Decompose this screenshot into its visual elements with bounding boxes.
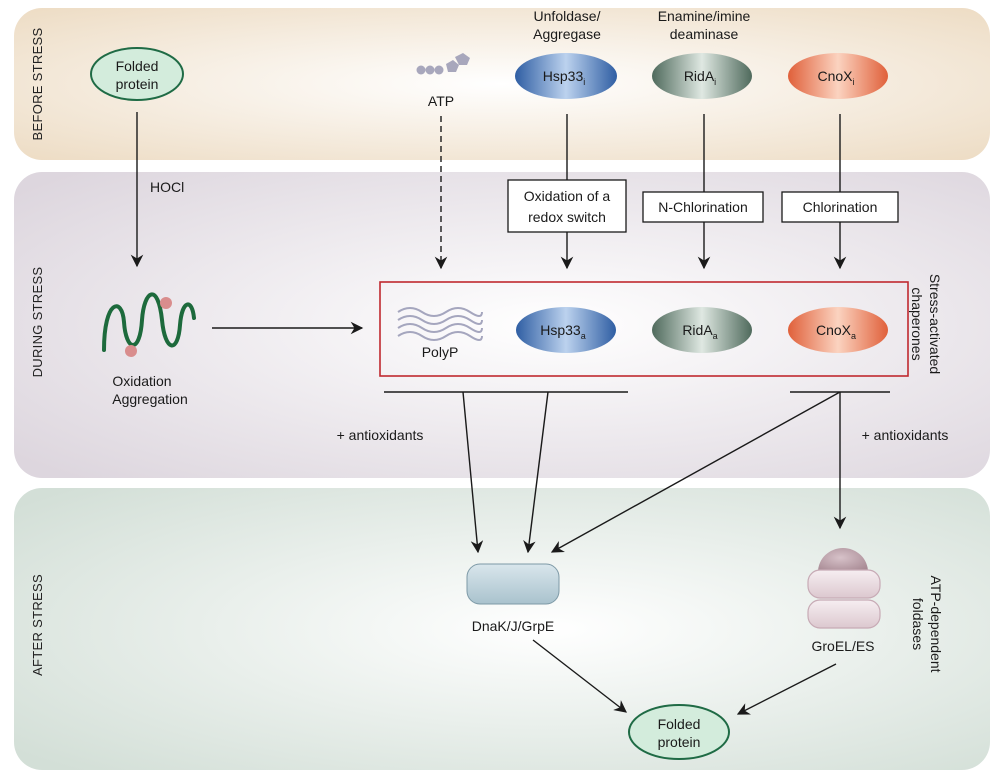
redox-switch-line1: Oxidation of a [524, 188, 611, 204]
polyp-icon [397, 307, 483, 341]
folded-protein-bottom-ellipse [628, 704, 730, 760]
aggregate-icon [102, 292, 196, 357]
rida-active [652, 307, 752, 353]
n-chlorination-box [642, 191, 764, 223]
dnak-label: DnaK/J/GrpE [472, 618, 554, 634]
cnox-active [788, 307, 888, 353]
antioxidants-right-label: + antioxidants [862, 427, 949, 443]
cnox-to-dnak-arrow [550, 391, 841, 553]
folded-protein-top-line1: Folded [116, 58, 159, 74]
before-stress-band [14, 8, 990, 160]
atp-icon [416, 53, 470, 75]
folded-protein-top-ellipse [90, 47, 184, 101]
hsp33-inactive [515, 53, 617, 99]
after-stress-band [14, 488, 990, 770]
hsp33-class-line2: Aggregase [533, 26, 601, 42]
polyp-label: PolyP [422, 344, 459, 360]
polyp-to-dnak-arrow [462, 391, 484, 554]
dnak-icon [466, 563, 560, 605]
hsp33-active-label: Hsp33a [540, 322, 585, 341]
redox-switch-box [507, 179, 627, 233]
rida-class-line1: Enamine/imine [658, 8, 751, 24]
atp-dependent-label: ATP-dependent [928, 575, 944, 672]
folded-protein-top-line2: protein [116, 76, 159, 92]
chlorination-label: Chlorination [803, 199, 878, 215]
cnox-inactive [788, 53, 888, 99]
hsp33-inactive-label: Hsp33i [543, 68, 585, 87]
hsp33-to-dnak-arrow [523, 391, 549, 554]
during-stress-band [14, 172, 990, 478]
stress-activated-label: Stress-activated [927, 274, 943, 374]
redox-switch-line2: redox switch [528, 209, 606, 225]
hocl-label: HOCl [150, 179, 184, 195]
hsp33-active [516, 307, 616, 353]
foldases-label: foldases [910, 598, 926, 650]
stress-activated-chaperones-box [379, 281, 909, 377]
cnox-inactive-label: CnoXi [817, 68, 854, 87]
atp-label: ATP [428, 93, 454, 109]
rida-active-label: RidAa [682, 322, 717, 341]
antioxidants-left-label: + antioxidants [337, 427, 424, 443]
dnak-to-folded-arrow [532, 639, 627, 713]
chlorination-box [781, 191, 899, 223]
before-stress-label: BEFORE STRESS [30, 27, 45, 140]
rida-inactive-label: RidAi [684, 68, 716, 87]
during-stress-label: DURING STRESS [30, 267, 45, 378]
rida-inactive [652, 53, 752, 99]
after-stress-label: AFTER STRESS [30, 574, 45, 676]
rida-class-line2: deaminase [670, 26, 739, 42]
folded-protein-bottom-line2: protein [658, 734, 701, 750]
groel-label: GroEL/ES [811, 638, 874, 654]
aggregation-label: Aggregation [112, 391, 188, 407]
chaperones-label: chaperones [909, 287, 925, 360]
groel-icon [807, 548, 881, 629]
n-chlorination-label: N-Chlorination [658, 199, 747, 215]
hsp33-class-line1: Unfoldase/ [534, 8, 601, 24]
oxidation-label: Oxidation [112, 373, 171, 389]
groel-to-folded-arrow [736, 663, 837, 715]
cnox-active-label: CnoXa [816, 322, 856, 341]
folded-protein-bottom-line1: Folded [658, 716, 701, 732]
